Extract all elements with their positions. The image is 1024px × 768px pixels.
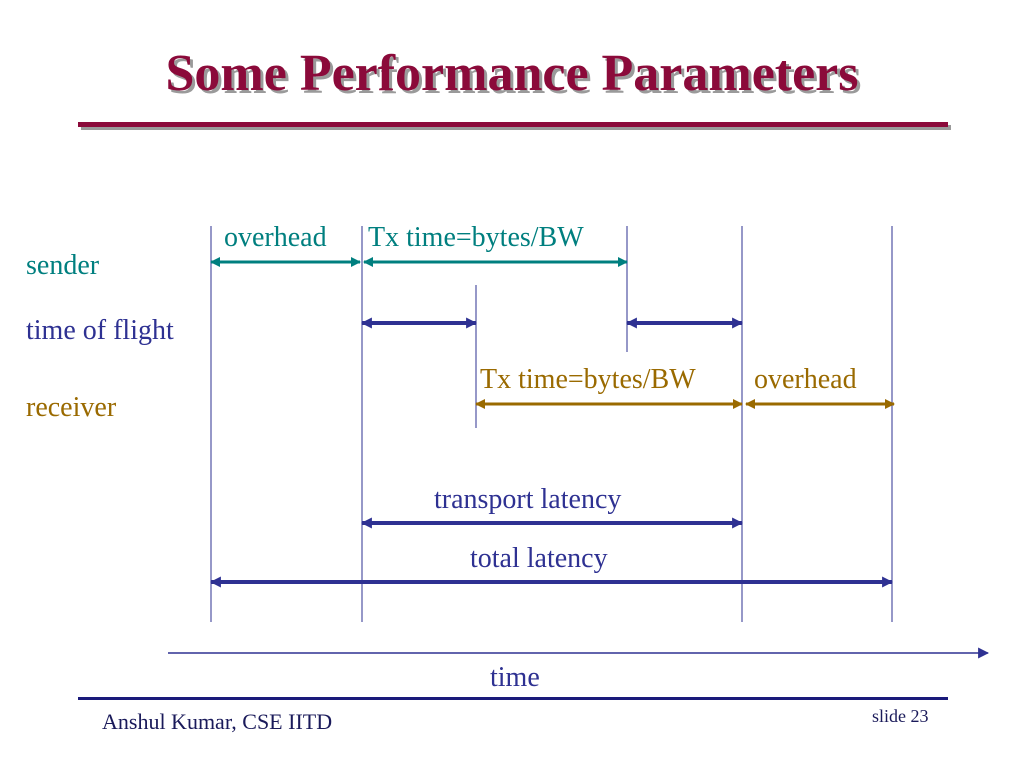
total-latency-label: total latency	[470, 543, 608, 574]
slide-number: slide 23	[872, 706, 929, 726]
sender-overhead-label: overhead	[224, 222, 327, 253]
receiver-overhead-label: overhead	[754, 364, 857, 395]
footer-divider	[78, 697, 948, 700]
transport-latency-label: transport latency	[434, 484, 622, 515]
receiver-tx-time-label: Tx time=bytes/BW	[480, 364, 696, 395]
time-axis-label: time	[490, 662, 540, 693]
slide-title: Some Performance Parameters	[165, 45, 859, 102]
sender-row-label: sender	[26, 250, 100, 281]
time-of-flight-row-label: time of flight	[26, 315, 174, 346]
sender-tx-time-label: Tx time=bytes/BW	[368, 222, 584, 253]
footer-author: Anshul Kumar, CSE IITD	[102, 709, 333, 734]
receiver-row-label: receiver	[26, 392, 117, 423]
title-underline	[78, 122, 948, 127]
